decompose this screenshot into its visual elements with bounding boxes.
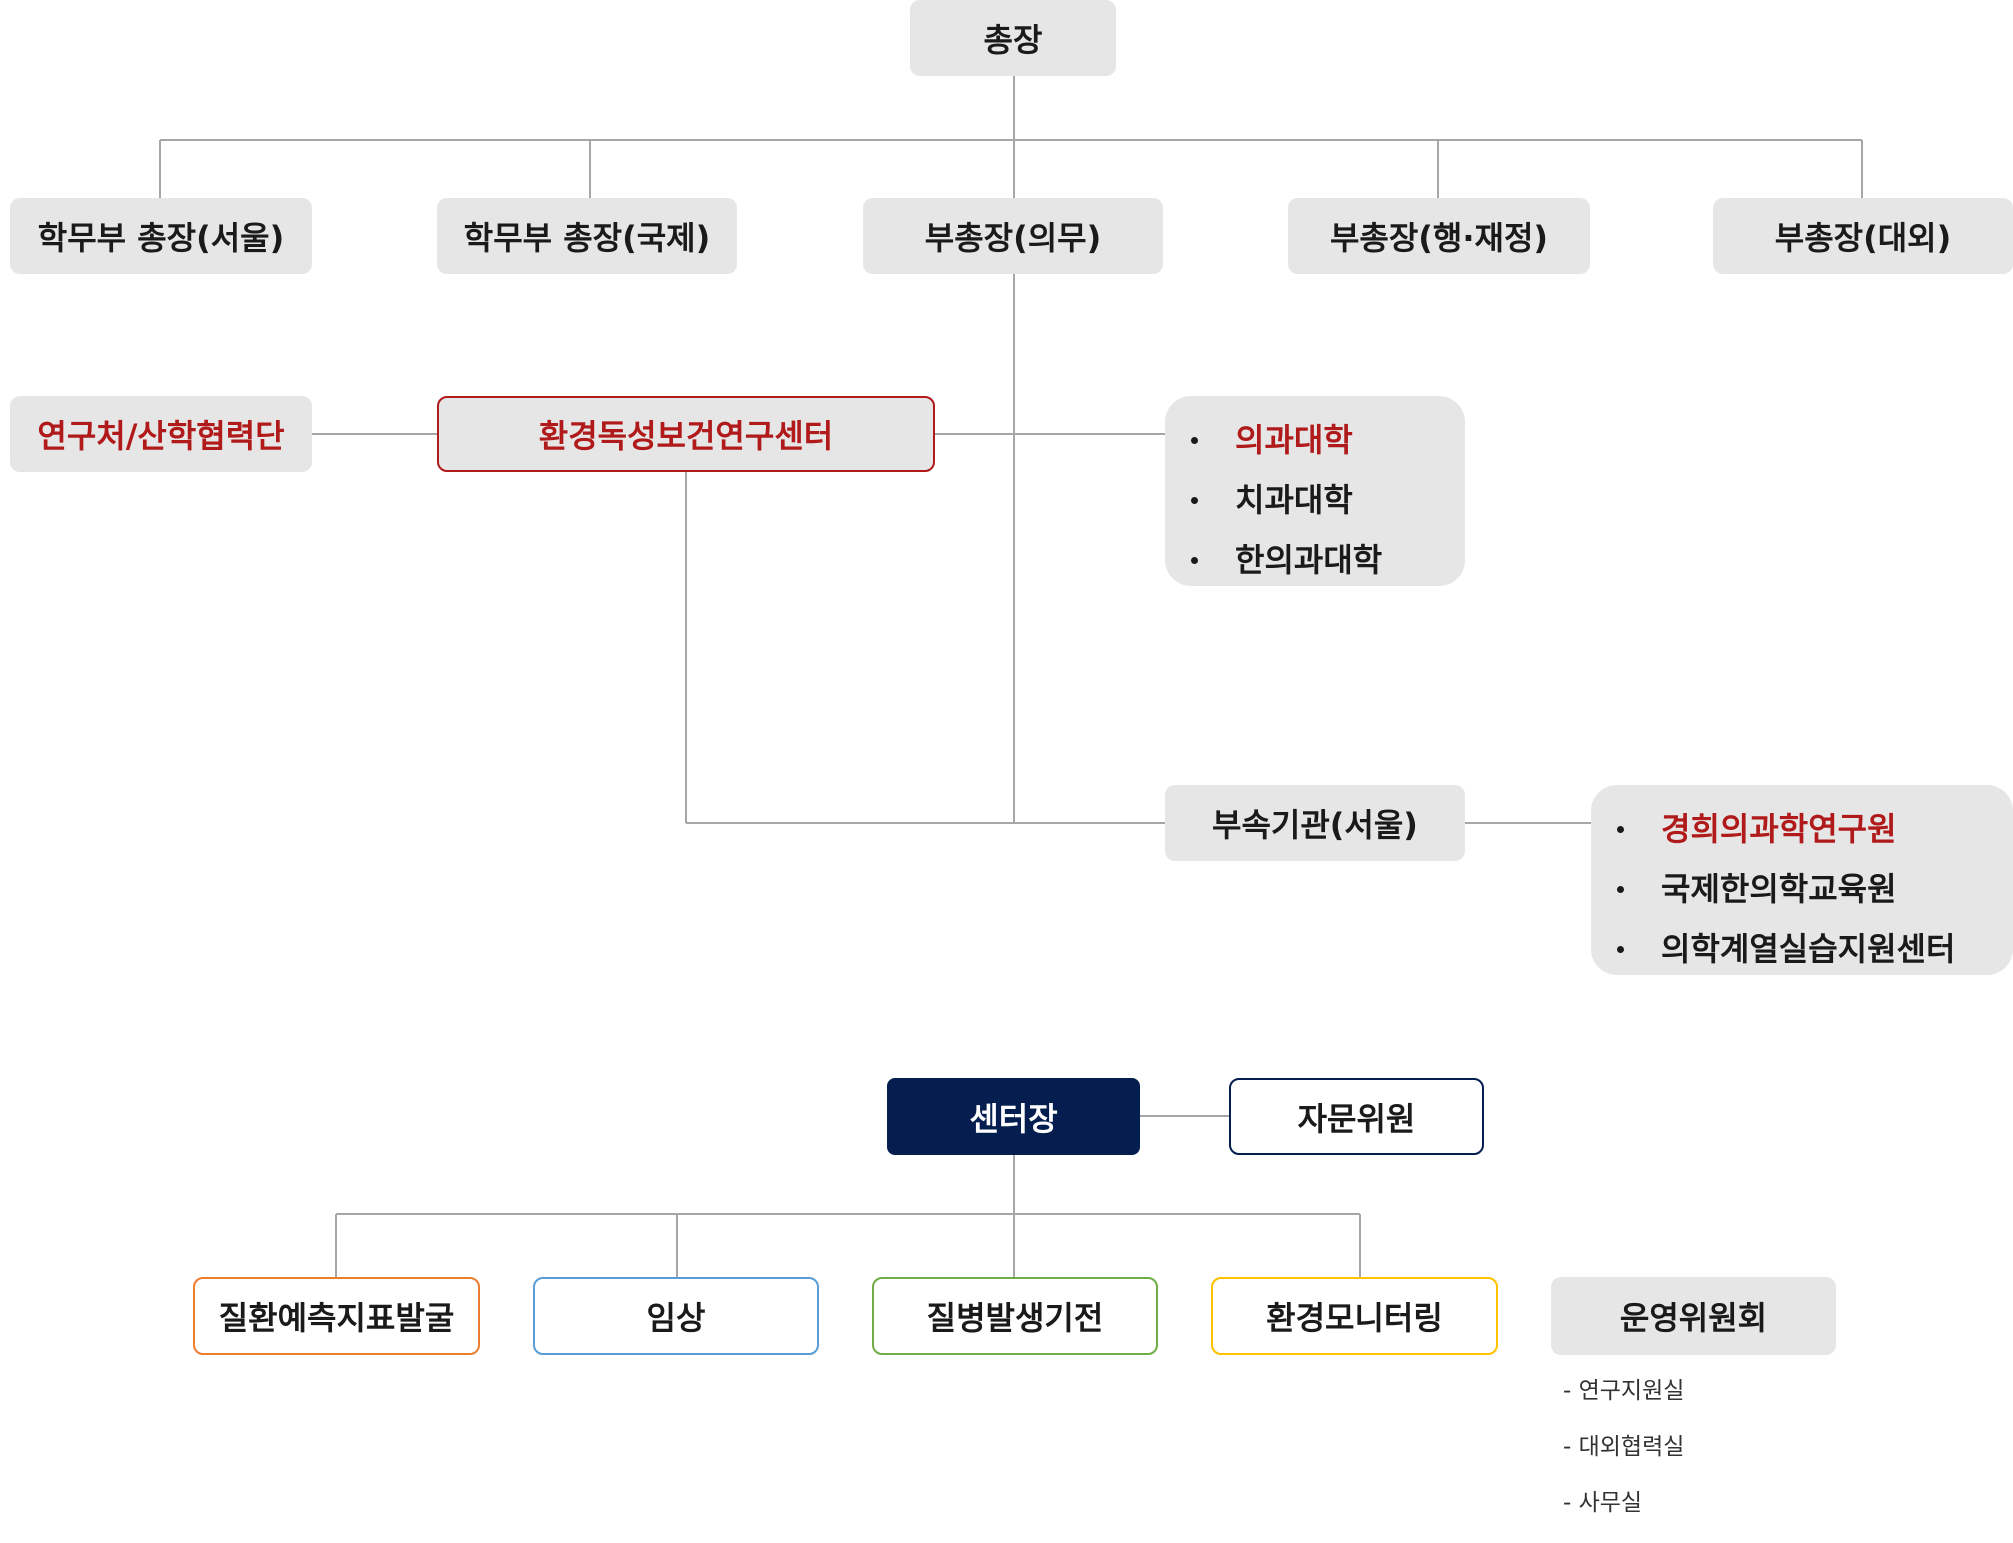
colleges-list: 의과대학 치과대학 한의과대학 — [1165, 396, 1465, 586]
bullet-icon — [1191, 436, 1198, 444]
bullet-icon — [1617, 825, 1624, 833]
list-item: 한의과대학 — [1191, 530, 1465, 590]
team-clinical-box: 임상 — [533, 1277, 819, 1355]
bullet-icon — [1617, 945, 1624, 953]
list-item: 치과대학 — [1191, 470, 1465, 530]
affiliates-box: 부속기관(서울) — [1165, 785, 1465, 861]
list-item: 의과대학 — [1191, 410, 1465, 470]
committee-units: - 연구지원실 - 대외협력실 - 사무실 — [1563, 1375, 1684, 1543]
director-box: 센터장 — [887, 1078, 1140, 1155]
list-item: 의학계열실습지원센터 — [1617, 919, 2013, 979]
committee-box: 운영위원회 — [1551, 1277, 1836, 1355]
vp-academic-seoul-box: 학무부 총장(서울) — [10, 198, 312, 274]
center-box: 환경독성보건연구센터 — [437, 396, 935, 472]
list-item: 경희의과학연구원 — [1617, 799, 2013, 859]
president-box: 총장 — [910, 0, 1116, 76]
list-item: - 연구지원실 — [1563, 1378, 1685, 1404]
affiliates-list: 경희의과학연구원 국제한의학교육원 의학계열실습지원센터 — [1591, 785, 2013, 975]
research-office-box: 연구처/산학협력단 — [10, 396, 312, 472]
bullet-icon — [1617, 885, 1624, 893]
team-monitoring-box: 환경모니터링 — [1211, 1277, 1498, 1355]
team-pathogenesis-box: 질병발생기전 — [872, 1277, 1158, 1355]
list-item: - 대외협력실 — [1563, 1434, 1685, 1460]
list-item: - 사무실 — [1563, 1490, 1643, 1516]
team-biomarker-box: 질환예측지표발굴 — [193, 1277, 480, 1355]
vp-admin-finance-box: 부총장(행·재정) — [1288, 198, 1590, 274]
vp-medical-box: 부총장(의무) — [863, 198, 1163, 274]
list-item: 국제한의학교육원 — [1617, 859, 2013, 919]
vp-external-box: 부총장(대외) — [1713, 198, 2013, 274]
bullet-icon — [1191, 496, 1198, 504]
bullet-icon — [1191, 556, 1198, 564]
vp-academic-global-box: 학무부 총장(국제) — [437, 198, 737, 274]
advisory-box: 자문위원 — [1229, 1078, 1484, 1155]
